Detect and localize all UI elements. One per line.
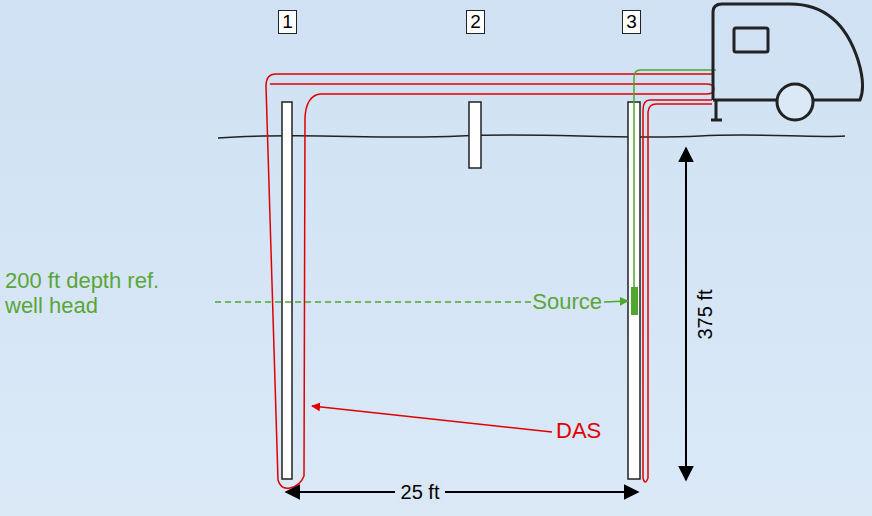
source-cable: [634, 70, 716, 288]
callout-box: 1: [278, 10, 297, 34]
dimension-label: 375 ft: [693, 289, 716, 339]
das-label: DAS: [556, 418, 601, 443]
well-casing: [282, 102, 292, 479]
depth-note: 200 ft depth ref. well head: [5, 268, 170, 319]
well-casing: [469, 102, 481, 168]
trailer-icon: [711, 4, 863, 120]
depth-line: [215, 301, 535, 303]
seismic-source: [631, 287, 638, 315]
callout-number: 1: [282, 11, 293, 33]
source-pointer: [604, 301, 628, 302]
callout-box: 2: [466, 10, 485, 34]
callout-number: 3: [626, 11, 637, 33]
dimension-line: [286, 491, 638, 493]
dimension-label: 25 ft: [395, 481, 446, 504]
callout-box: 3: [622, 10, 641, 34]
callout-number: 2: [470, 11, 481, 33]
ground-line: [218, 135, 845, 138]
das-fiber: [266, 74, 714, 488]
source-label: Source: [532, 289, 602, 314]
dimension-line: [685, 148, 687, 480]
das-pointer: [312, 406, 552, 432]
